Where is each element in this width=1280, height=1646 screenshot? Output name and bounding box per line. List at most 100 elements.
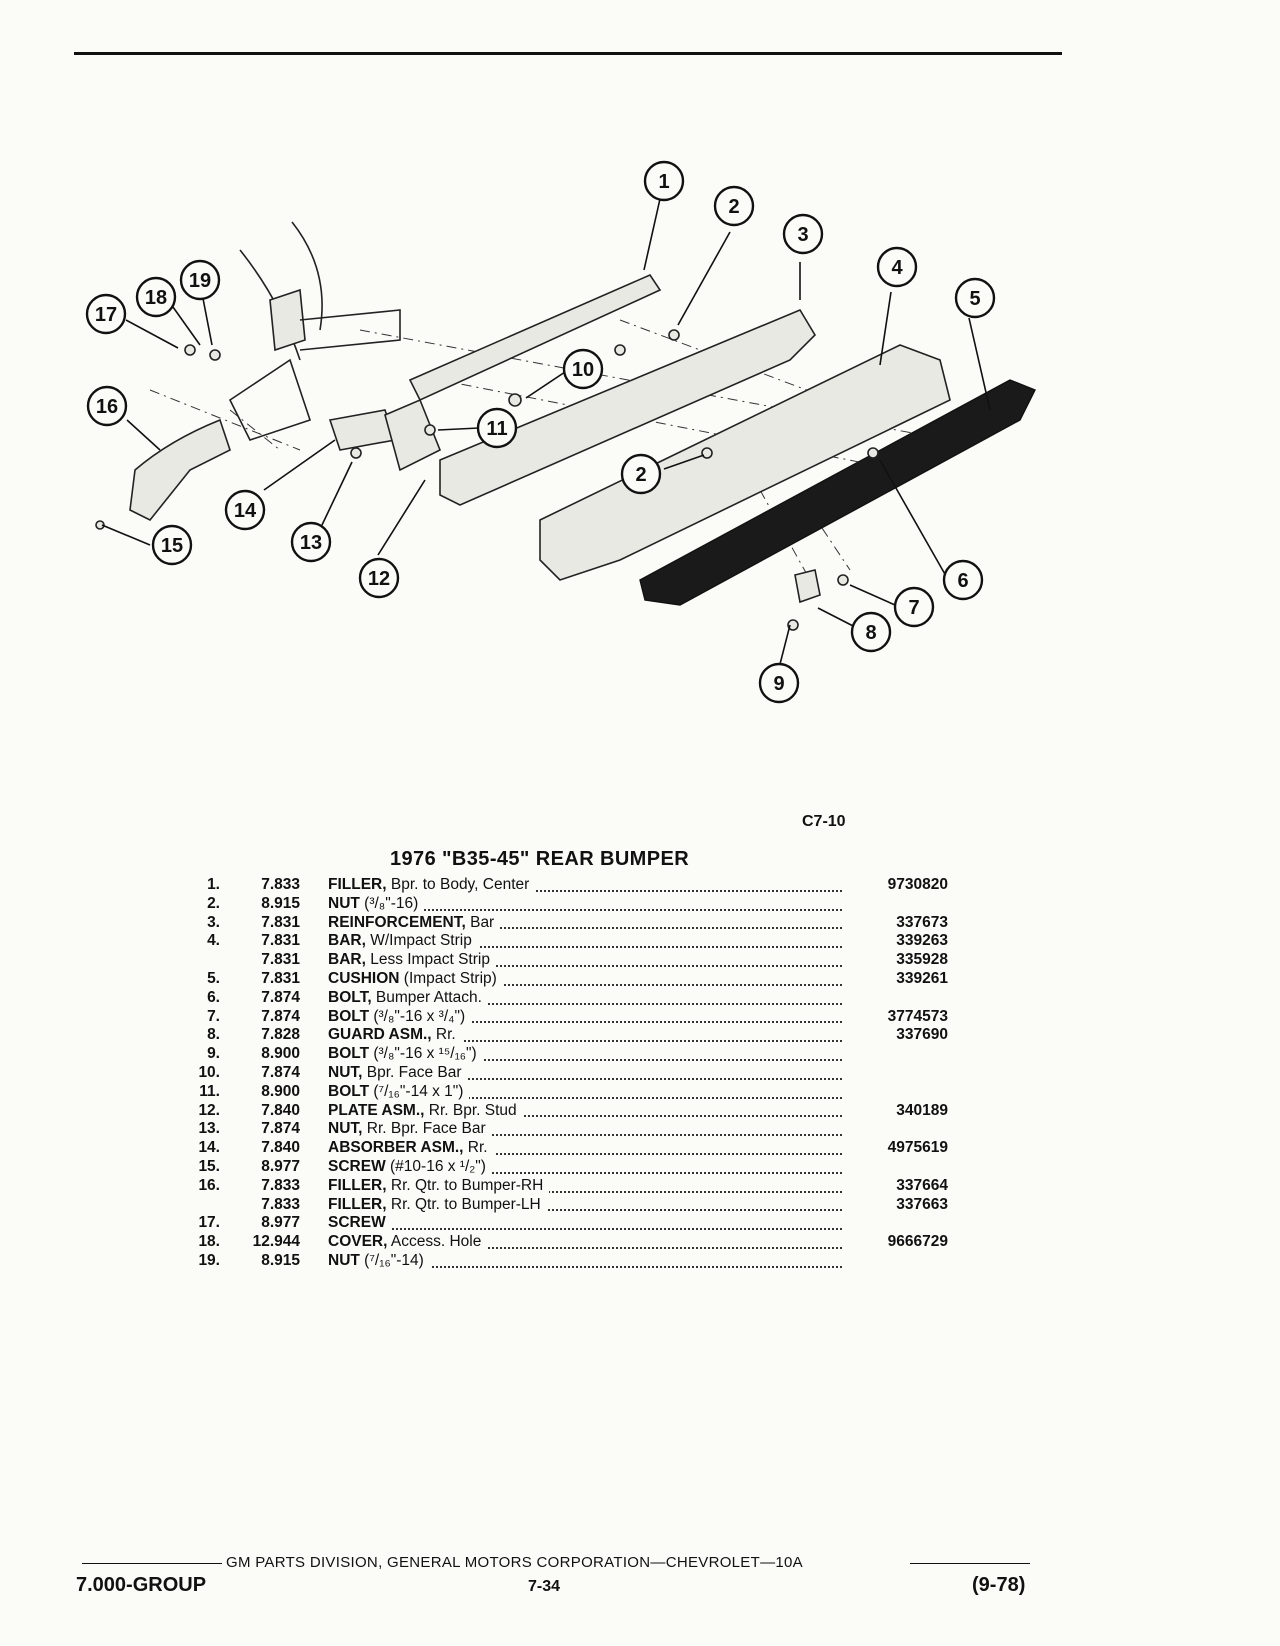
part-number: 337664 xyxy=(896,1176,948,1194)
group-number: 7.840 xyxy=(261,1101,300,1119)
callout-10[interactable]: 10 xyxy=(562,348,604,390)
item-number: 19. xyxy=(198,1251,220,1269)
group-number: 7.828 xyxy=(261,1026,300,1044)
part-spec: Less Impact Strip xyxy=(365,951,490,969)
part-number: 335928 xyxy=(896,951,948,969)
figure-code: C7-10 xyxy=(802,813,846,830)
callout-5[interactable]: 5 xyxy=(954,277,996,319)
callout-4[interactable]: 4 xyxy=(876,246,918,288)
part-name: COVER, xyxy=(328,1233,388,1251)
parts-row: 19. 8.915 NUT (⁷/₁₆"-14) xyxy=(190,1251,950,1271)
svg-text:12: 12 xyxy=(368,568,390,590)
part-name: PLATE ASM., xyxy=(328,1101,425,1119)
part-description: BOLT, Bumper Attach. xyxy=(328,988,848,1008)
callout-2[interactable]: 2 xyxy=(713,185,755,227)
exploded-view-diagram: 1 2 3 4 5 6 7 8 9 10 11 12 13 14 15 16 1… xyxy=(85,160,1036,704)
part-name: BOLT xyxy=(328,1082,370,1100)
part-spec: Bpr. Face Bar xyxy=(362,1063,462,1081)
part-spec: Bar xyxy=(465,913,495,931)
callout-12[interactable]: 12 xyxy=(358,557,400,599)
group-number: 7.874 xyxy=(261,988,300,1006)
part-name: NUT, xyxy=(328,1120,363,1138)
part-name: GUARD ASM., xyxy=(328,1026,432,1044)
part-3-reinforcement xyxy=(439,308,817,506)
svg-text:11: 11 xyxy=(486,418,507,440)
item-number: 12. xyxy=(198,1101,220,1119)
callout-8[interactable]: 8 xyxy=(850,611,892,653)
part-spec: (#10-16 x ¹/₂") xyxy=(385,1157,486,1175)
svg-text:4: 4 xyxy=(891,257,903,279)
callout-7[interactable]: 7 xyxy=(893,586,935,628)
svg-text:3: 3 xyxy=(797,224,808,246)
group-number: 8.915 xyxy=(261,1251,300,1269)
part-description: NUT (⁷/₁₆"-14) xyxy=(328,1251,848,1271)
part-1-filler xyxy=(408,273,662,402)
part-number: 9730820 xyxy=(887,876,948,893)
callout-9[interactable]: 9 xyxy=(758,662,800,704)
part-description: GUARD ASM., Rr. xyxy=(328,1026,848,1045)
part-description: BAR, W/Impact Strip xyxy=(328,932,848,951)
callout-11[interactable]: 11 xyxy=(476,407,518,449)
svg-text:8: 8 xyxy=(865,622,876,644)
part-description: SCREW xyxy=(328,1214,848,1233)
svg-text:19: 19 xyxy=(189,270,211,292)
parts-row: 6. 7.874 BOLT, Bumper Attach. xyxy=(190,988,950,1008)
part-spec: Rr. xyxy=(463,1139,488,1157)
callout-1[interactable]: 1 xyxy=(643,160,685,202)
part-spec: (³/₈"-16 x ³/₄") xyxy=(369,1007,466,1025)
callout-3[interactable]: 3 xyxy=(782,213,824,255)
part-8-guard xyxy=(794,569,821,604)
item-number: 15. xyxy=(198,1157,220,1175)
callout-6[interactable]: 6 xyxy=(942,559,984,601)
item-number: 1. xyxy=(207,876,220,893)
footer-publisher: GM PARTS DIVISION, GENERAL MOTORS CORPOR… xyxy=(222,1554,807,1571)
callout-18[interactable]: 18 xyxy=(135,276,177,318)
group-number: 7.831 xyxy=(261,951,300,969)
callout-13[interactable]: 13 xyxy=(290,521,332,563)
callout-17[interactable]: 17 xyxy=(85,293,127,335)
callout-19[interactable]: 19 xyxy=(179,259,221,301)
item-number: 3. xyxy=(207,913,220,931)
svg-text:18: 18 xyxy=(145,287,167,309)
part-description: CUSHION (Impact Strip) xyxy=(328,969,848,989)
group-number: 7.840 xyxy=(261,1139,300,1157)
part-description: NUT, Bpr. Face Bar xyxy=(328,1063,848,1083)
part-spec: Rr. Bpr. Stud xyxy=(424,1101,517,1119)
part-name: ABSORBER ASM., xyxy=(328,1139,464,1157)
part-name: BAR, xyxy=(328,932,366,950)
callout-15[interactable]: 15 xyxy=(151,524,193,566)
part-name: REINFORCEMENT, xyxy=(328,913,466,931)
callout-2-lower[interactable]: 2 xyxy=(620,453,662,495)
part-name: BOLT xyxy=(328,1045,370,1063)
part-spec: Access. Hole xyxy=(387,1233,482,1251)
part-name: SCREW xyxy=(328,1157,386,1175)
svg-text:1: 1 xyxy=(658,171,669,193)
item-number: 6. xyxy=(207,988,220,1006)
svg-text:17: 17 xyxy=(95,304,117,326)
callout-16[interactable]: 16 xyxy=(86,385,128,427)
part-spec: (Impact Strip) xyxy=(399,969,497,987)
part-12-plate xyxy=(384,398,442,472)
part-spec: Rr. Bpr. Face Bar xyxy=(362,1120,486,1138)
svg-text:10: 10 xyxy=(572,359,594,381)
part-spec: Rr. xyxy=(431,1026,456,1044)
part-name: NUT xyxy=(328,1251,360,1269)
item-number: 18. xyxy=(198,1233,220,1251)
part-5-cushion xyxy=(639,379,1036,606)
group-number: 8.900 xyxy=(261,1045,300,1063)
part-description: ABSORBER ASM., Rr. xyxy=(328,1139,848,1158)
part-number: 339261 xyxy=(896,969,948,987)
item-number: 8. xyxy=(207,1026,220,1044)
callout-14[interactable]: 14 xyxy=(224,489,266,531)
